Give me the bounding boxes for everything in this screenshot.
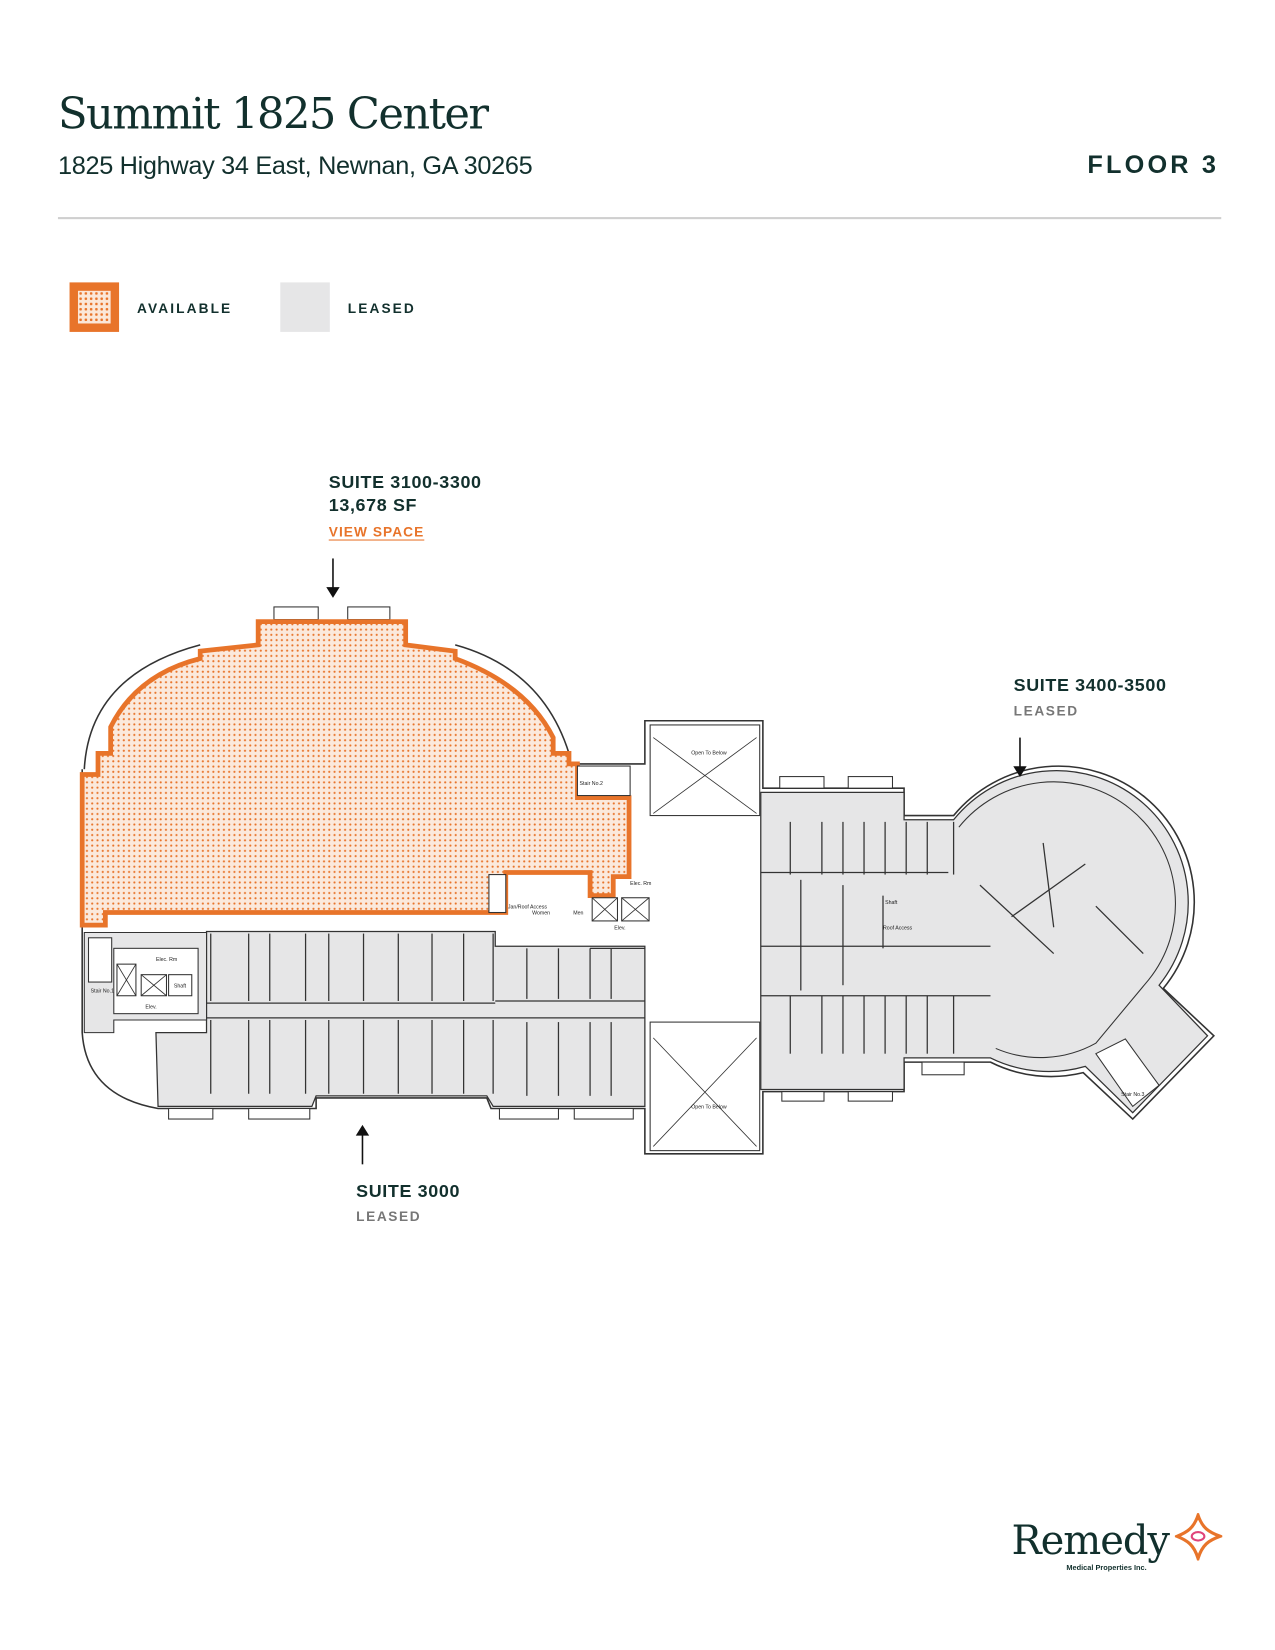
room-label: Women <box>532 911 550 917</box>
logo-subtitle: Medical Properties Inc. <box>1066 1564 1147 1573</box>
legend-leased-swatch <box>280 282 330 332</box>
room-label: Open To Below <box>691 750 727 756</box>
suite-3100-3300-area[interactable] <box>79 619 632 928</box>
room-label: Open To Below <box>691 1104 727 1110</box>
logo-wordmark: Remedy <box>1011 1517 1171 1564</box>
room-label: Elev. <box>614 925 625 931</box>
suite-3400-3500-area <box>760 770 1209 1114</box>
legend-leased-label: LEASED <box>347 300 416 317</box>
page-title: Summit 1825 Center <box>57 88 489 140</box>
room-label: Stair No.2 <box>580 781 603 787</box>
wall <box>1042 842 1055 928</box>
suite-3400-3500-name: SUITE 3400-3500 <box>1013 675 1167 696</box>
room-label: Roof Access <box>883 925 913 931</box>
wall <box>979 884 1055 955</box>
room-label: Jan/Roof Access <box>508 904 547 910</box>
suite-3000-area <box>155 930 646 1108</box>
view-space-link[interactable]: VIEW SPACE <box>328 523 425 540</box>
suite-3000-status: LEASED <box>356 1208 422 1225</box>
legend-available-label: AVAILABLE <box>136 300 233 317</box>
legend-available-swatch <box>69 282 120 332</box>
arrow-icon <box>326 558 1027 1165</box>
divider <box>57 217 1222 220</box>
floor-label: FLOOR 3 <box>1087 150 1220 180</box>
suite-3400-3500-status: LEASED <box>1013 702 1079 719</box>
suite-3100-3300-area-label: 13,678 SF <box>328 495 418 516</box>
room-label: Shaft <box>174 983 187 989</box>
room-label: Stair No.3 <box>1121 1092 1144 1098</box>
room-label: Men <box>573 911 583 917</box>
suite-3000-name: SUITE 3000 <box>356 1181 461 1202</box>
suite-3100-3300-name: SUITE 3100-3300 <box>328 472 482 493</box>
address: 1825 Highway 34 East, Newnan, GA 30265 <box>57 151 533 181</box>
room-label: Elec. Rm <box>156 957 178 963</box>
room-label: Elec. Rm <box>630 881 652 887</box>
logo-mark-icon <box>1174 1513 1223 1561</box>
room-label: Elev. <box>145 1004 156 1010</box>
room-label: Shaft <box>885 900 898 906</box>
wall <box>1095 905 1144 955</box>
room-label: Stair No.1 <box>91 989 114 995</box>
wall <box>1011 863 1086 918</box>
